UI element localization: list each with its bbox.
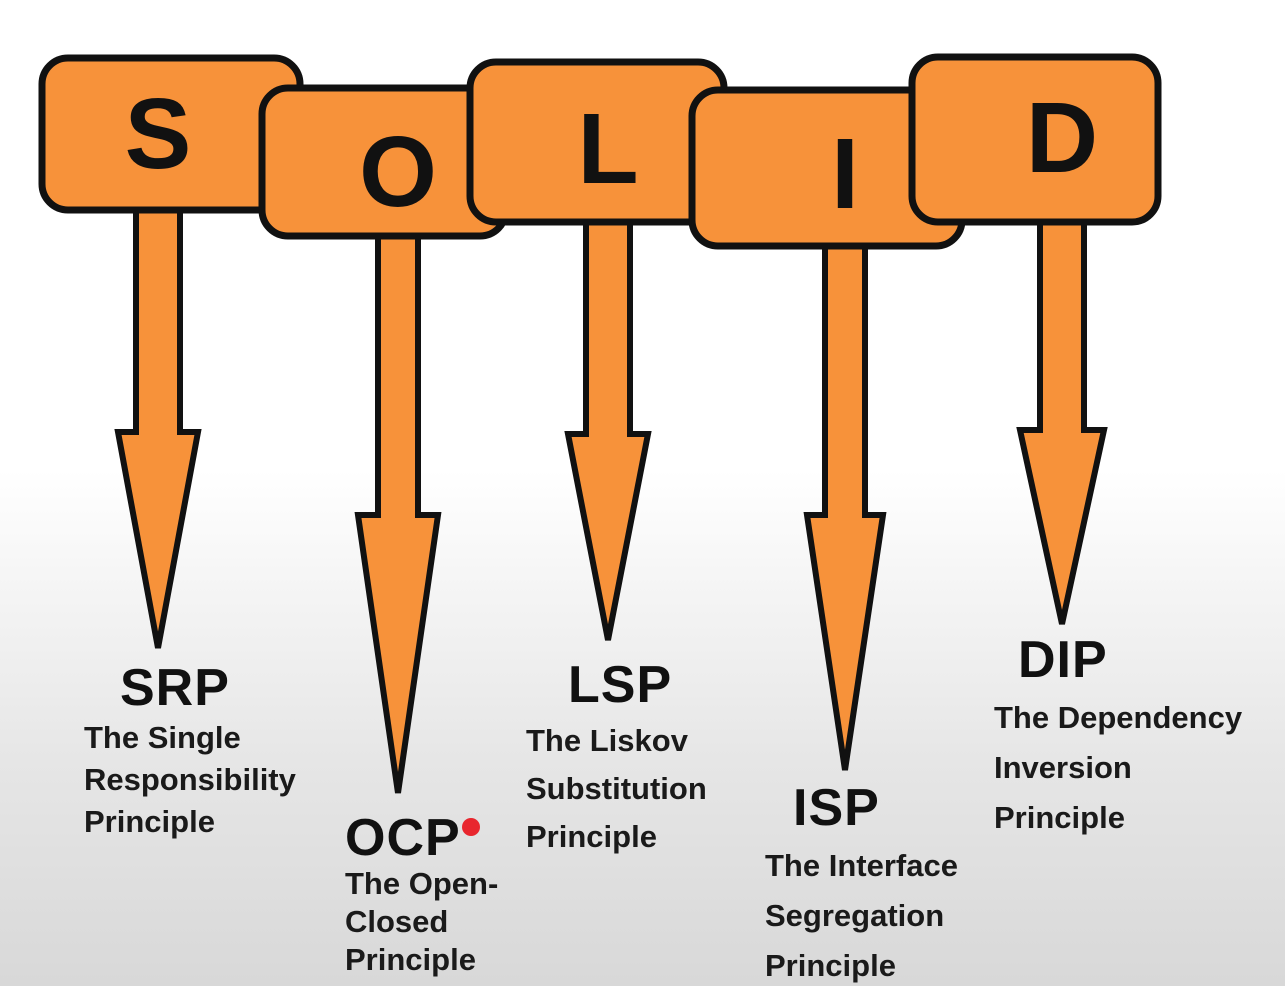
letter-box-s: S	[38, 54, 304, 214]
arrow-l	[564, 212, 652, 641]
principle-srp-line-3: Principle	[84, 804, 215, 839]
principle-ocp-abbr: OCP	[345, 809, 461, 867]
principle-lsp-line-3: Principle	[526, 819, 657, 854]
principle-lsp-line-1: The Liskov	[526, 723, 688, 758]
principle-srp-line-2: Responsibility	[84, 762, 296, 797]
principle-dip-abbr: DIP	[1018, 631, 1108, 689]
arrow-s	[114, 202, 202, 649]
principle-isp-line-1: The Interface	[765, 848, 958, 883]
principle-ocp-line-1: The Open-	[345, 866, 499, 901]
principle-srp-line-1: The Single	[84, 720, 241, 755]
letter-box-d: D	[908, 53, 1162, 226]
arrow-o	[354, 227, 442, 794]
principle-dip-line-2: Inversion	[994, 750, 1132, 785]
letter-l: L	[577, 93, 638, 205]
arrow-d	[1016, 212, 1108, 625]
letter-box-o: O	[258, 84, 510, 240]
principle-isp-line-2: Segregation	[765, 898, 945, 933]
principle-dip-line-3: Principle	[994, 800, 1125, 835]
principle-isp: ISP The Interface Segregation Principle	[765, 779, 958, 986]
principle-ocp: OCP The Open- Closed Principle	[345, 810, 498, 980]
principle-lsp-abbr: LSP	[568, 656, 673, 714]
principle-isp-line-3: Principle	[765, 948, 896, 983]
principle-dip: DIP The Dependency Inversion Principle	[994, 631, 1242, 838]
arrow-i	[803, 237, 887, 771]
letter-box-bg-d	[908, 53, 1162, 226]
letter-o: O	[359, 116, 437, 228]
principle-ocp-line-3: Principle	[345, 942, 476, 977]
principle-dip-line-1: The Dependency	[994, 700, 1243, 735]
principle-srp: SRP The Single Responsibility Principle	[84, 659, 296, 842]
pointer-dot	[462, 818, 480, 836]
principle-isp-abbr: ISP	[793, 779, 880, 837]
letter-box-l: L	[466, 58, 728, 226]
principle-ocp-line-2: Closed	[345, 904, 449, 939]
principle-srp-abbr: SRP	[120, 659, 230, 717]
letter-s: S	[125, 78, 192, 190]
principle-lsp: LSP The Liskov Substitution Principle	[526, 656, 707, 857]
principle-lsp-line-2: Substitution	[526, 771, 707, 806]
letter-d: D	[1026, 82, 1098, 194]
letter-i: I	[831, 118, 859, 230]
